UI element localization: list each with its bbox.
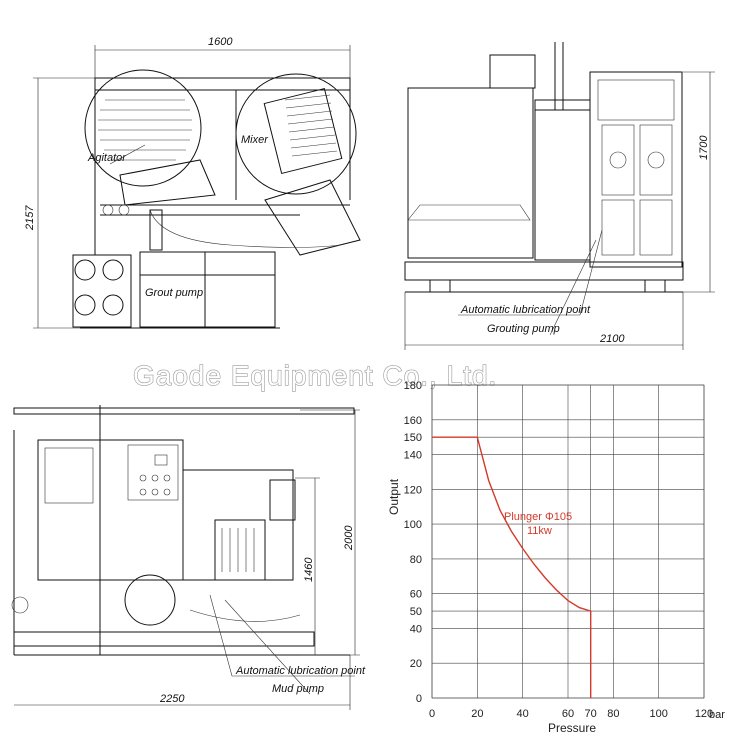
chart-x-axis-label: Pressure (548, 721, 596, 735)
chart-x-tick-label: 120 (695, 708, 713, 720)
chart-series-line (432, 436, 592, 698)
chart-x-unit: bar (709, 709, 725, 721)
chart-y-axis-label: Output (387, 478, 401, 515)
bl-label-lubrication: Automatic lubrication point (235, 665, 366, 677)
chart-grid (431, 384, 705, 699)
bl-height-dim-inner: 1460 (303, 557, 315, 582)
chart-y-tick-label: 0 (416, 693, 422, 705)
agitator-tank (84, 69, 202, 187)
chart-y-tick-label: 40 (410, 623, 422, 635)
chart-annotation-line2: 11kw (527, 525, 552, 537)
watermark: Gaode Equipment Co., Ltd. (133, 360, 497, 391)
tr-height-dim: 1700 (698, 135, 710, 160)
chart-y-tick-label: 120 (404, 484, 422, 496)
control-cabinet (37, 439, 184, 581)
chart-y-tick-label: 140 (404, 450, 422, 462)
chart-y-tick-label: 50 (410, 606, 422, 618)
chart-x-tick-label: 40 (517, 708, 529, 720)
chart-y-tick-label: 80 (410, 554, 422, 566)
bl-height-dim-outer: 2000 (343, 525, 355, 551)
chart-ticks: 0 20 40 60 70 80 100 120 0 20 40 50 60 80 100 120 140 150… (404, 380, 714, 720)
chart-y-tick-label: 20 (410, 658, 422, 670)
mixer-tank (235, 73, 357, 195)
chart-y-tick-label: 180 (404, 380, 422, 392)
chart-y-tick-label: 150 (404, 432, 422, 444)
chart-x-tick-label: 100 (649, 708, 667, 720)
chart-x-tick-label: 80 (607, 708, 619, 720)
bl-width-dim: 2250 (159, 693, 185, 705)
tl-height-dim: 2157 (24, 205, 36, 231)
bottom-left-view: 2000 1460 2250 Automatic lubrication poi… (11, 405, 366, 710)
bl-label-mud-pump: Mud pump (272, 683, 324, 695)
chart-x-tick-label: 20 (471, 708, 483, 720)
tr-width-dim: 2100 (599, 333, 625, 345)
pressure-output-chart: 0 20 40 60 70 80 100 120 0 20 40 50 60 80 100 120 140 150… (387, 380, 725, 735)
motor (124, 574, 176, 626)
chart-y-tick-label: 160 (404, 415, 422, 427)
tl-label-grout-pump: Grout pump (145, 287, 203, 299)
grout-pump-body (139, 251, 276, 328)
tl-width-dim: 1600 (208, 36, 233, 48)
top-right-view: 1700 2100 Automatic lubrication point Gr… (404, 42, 715, 350)
chart-y-tick-label: 100 (404, 519, 422, 531)
tl-label-mixer: Mixer (241, 134, 269, 146)
chart-annotation-line1: Plunger Φ105 (504, 511, 572, 523)
chart-y-tick-label: 60 (410, 589, 422, 601)
tr-label-grouting-pump: Grouting pump (487, 323, 560, 335)
grouting-pump-assembly (589, 71, 683, 268)
chart-x-tick-label: 0 (429, 708, 435, 720)
chart-x-tick-label: 60 (562, 708, 574, 720)
chart-x-tick-label: 70 (585, 708, 597, 720)
tl-label-agitator: Agitator (87, 152, 127, 164)
tr-label-lubrication: Automatic lubrication point (460, 304, 591, 316)
top-left-view: 1600 2157 (24, 36, 361, 329)
